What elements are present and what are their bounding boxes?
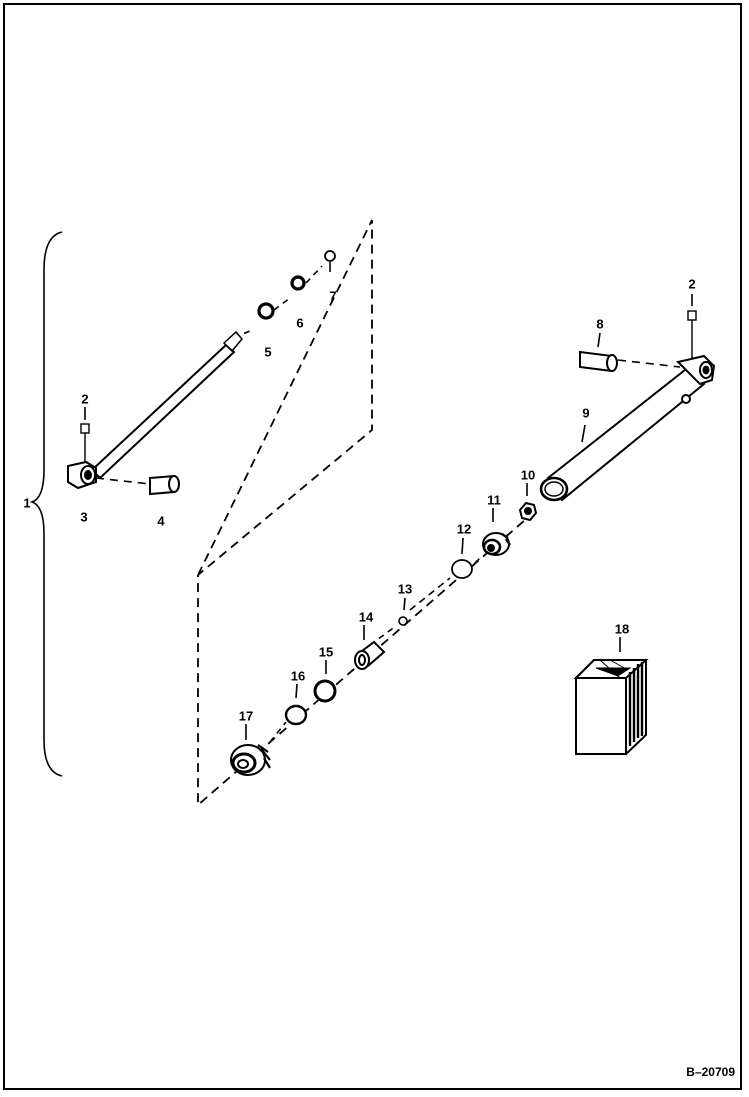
callout-4: 4	[157, 513, 165, 529]
callout-7: 7	[329, 288, 337, 304]
callout-15: 15	[318, 644, 334, 660]
callout-11: 11	[487, 492, 501, 508]
callout-13: 13	[397, 581, 413, 597]
diagram-frame	[3, 3, 742, 1090]
callout-12: 12	[456, 521, 472, 537]
callout-1: 1	[23, 495, 31, 511]
callout-14: 14	[358, 609, 374, 625]
callout-3: 3	[80, 509, 88, 525]
callout-17: 17	[238, 708, 254, 724]
assembly-brace	[29, 231, 63, 777]
figure-reference: B–20709	[686, 1065, 735, 1079]
ring-12	[451, 559, 473, 579]
callout-2-right: 2	[688, 276, 696, 292]
callout-5: 5	[264, 344, 272, 360]
rod-eye	[67, 460, 97, 490]
spacer-14	[354, 640, 386, 670]
bushing-8	[579, 350, 618, 373]
ring-13	[398, 616, 408, 626]
gland-17	[230, 744, 271, 776]
callout-2-left: 2	[81, 391, 89, 407]
ring-7	[324, 250, 336, 262]
grease-fitting-right	[687, 310, 697, 358]
piston-rod	[90, 330, 243, 480]
callout-9: 9	[582, 405, 590, 421]
seal-kit-box	[573, 659, 649, 755]
cylinder-barrel	[539, 354, 716, 502]
callout-8: 8	[596, 316, 604, 332]
grease-fitting-left	[80, 423, 90, 462]
callout-18: 18	[614, 621, 630, 637]
callout-10: 10	[520, 467, 536, 483]
callout-16: 16	[290, 668, 306, 684]
bushing-4	[149, 474, 180, 496]
ring-5	[257, 302, 275, 320]
piston-11	[482, 532, 511, 556]
ring-15	[313, 679, 337, 703]
callout-6: 6	[296, 315, 304, 331]
ring-6	[290, 275, 306, 291]
nut-10	[518, 501, 538, 522]
ring-16	[284, 704, 308, 726]
